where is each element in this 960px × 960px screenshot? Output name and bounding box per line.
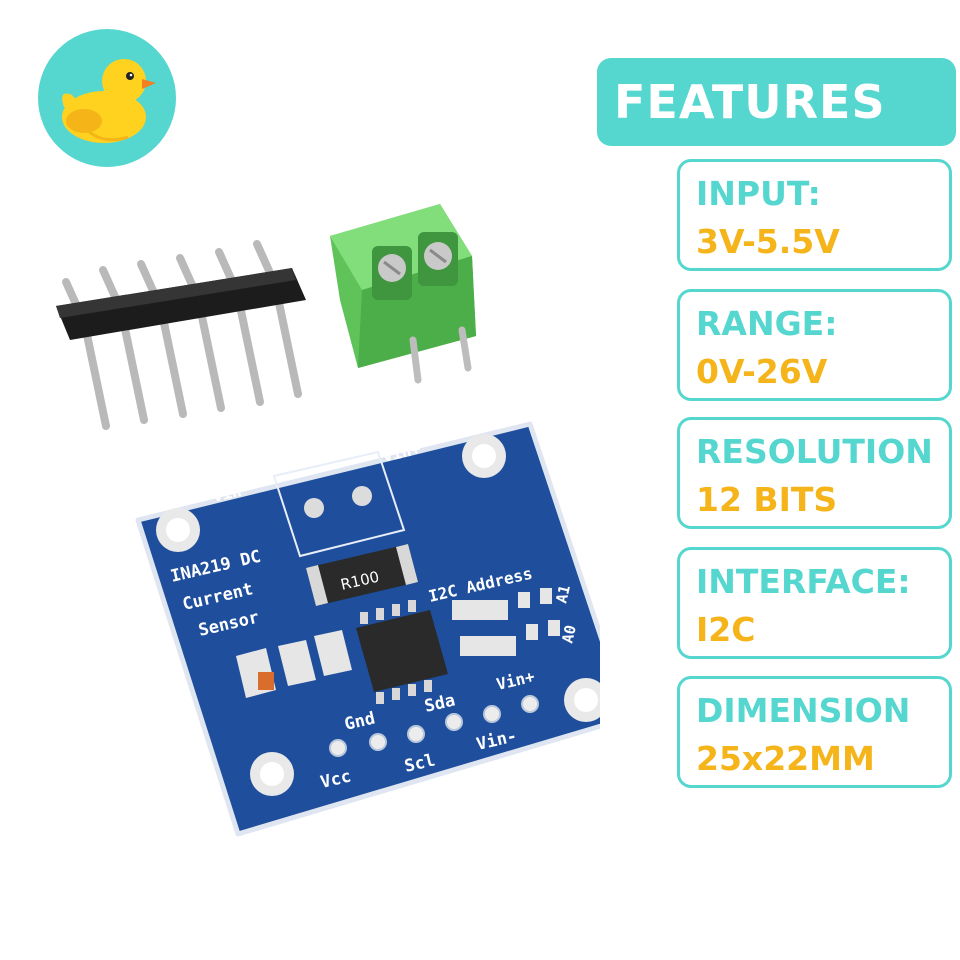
feature-card-dimension: DIMENSION 25x22MM (677, 676, 952, 788)
product-image: Vin- Vin+ INA219 DC Current Sensor I2C A… (56, 204, 600, 837)
duck-icon (62, 59, 156, 143)
brand-logo (38, 29, 176, 167)
feature-label: DIMENSION (696, 691, 911, 730)
feature-value: I2C (696, 610, 756, 649)
feature-value: 12 BITS (696, 480, 838, 519)
feature-value: 25x22MM (696, 739, 875, 778)
feature-card-resolution: RESOLUTION 12 BITS (677, 417, 952, 529)
features-title: FEATURES (614, 75, 886, 129)
feature-label: RESOLUTION (696, 432, 933, 471)
feature-value: 3V-5.5V (696, 222, 840, 261)
feature-label: INTERFACE: (696, 562, 911, 601)
feature-value: 0V-26V (696, 352, 828, 391)
a1-label: A1 (552, 583, 574, 605)
feature-label: INPUT: (696, 174, 821, 213)
pin-header (56, 240, 306, 430)
terminal-block (330, 204, 476, 384)
ina219-board (135, 421, 600, 837)
features-header: FEATURES (597, 58, 956, 146)
feature-card-input: INPUT: 3V-5.5V (677, 159, 952, 271)
feature-card-range: RANGE: 0V-26V (677, 289, 952, 401)
feature-card-interface: INTERFACE: I2C (677, 547, 952, 659)
a0-label: A0 (558, 623, 580, 645)
feature-label: RANGE: (696, 304, 838, 343)
